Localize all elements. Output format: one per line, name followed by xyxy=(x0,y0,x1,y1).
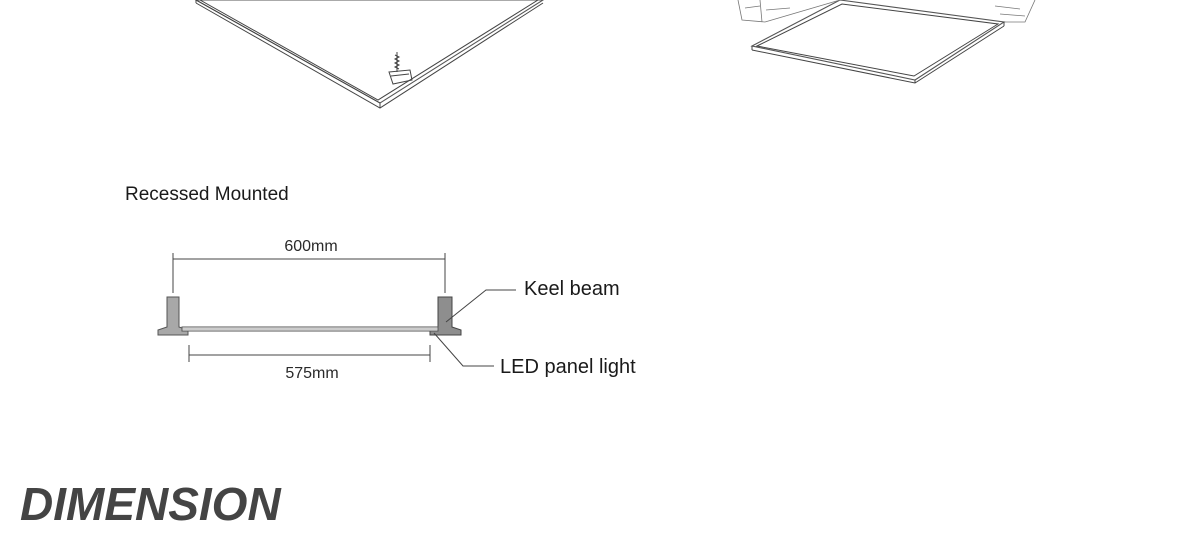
keel-beam-label: Keel beam xyxy=(524,278,620,300)
inner-dimension: 575mm xyxy=(188,345,431,382)
recessed-ceiling-illustration xyxy=(737,0,1036,84)
led-panel-callout: LED panel light xyxy=(433,332,636,378)
outer-dimension-label: 600mm xyxy=(284,238,337,255)
outer-dimension: 600mm xyxy=(172,238,446,293)
inner-dimension-label: 575mm xyxy=(285,365,338,382)
keel-beam-callout: Keel beam xyxy=(445,278,620,323)
led-panel-section xyxy=(181,326,439,332)
left-keel-beam xyxy=(157,296,189,336)
surface-mount-panel-illustration xyxy=(194,0,545,109)
led-panel-label: LED panel light xyxy=(500,356,636,378)
fixing-screw-icon xyxy=(388,52,413,85)
dimension-heading: DIMENSION xyxy=(20,478,281,530)
section-label: Recessed Mounted xyxy=(125,184,289,205)
